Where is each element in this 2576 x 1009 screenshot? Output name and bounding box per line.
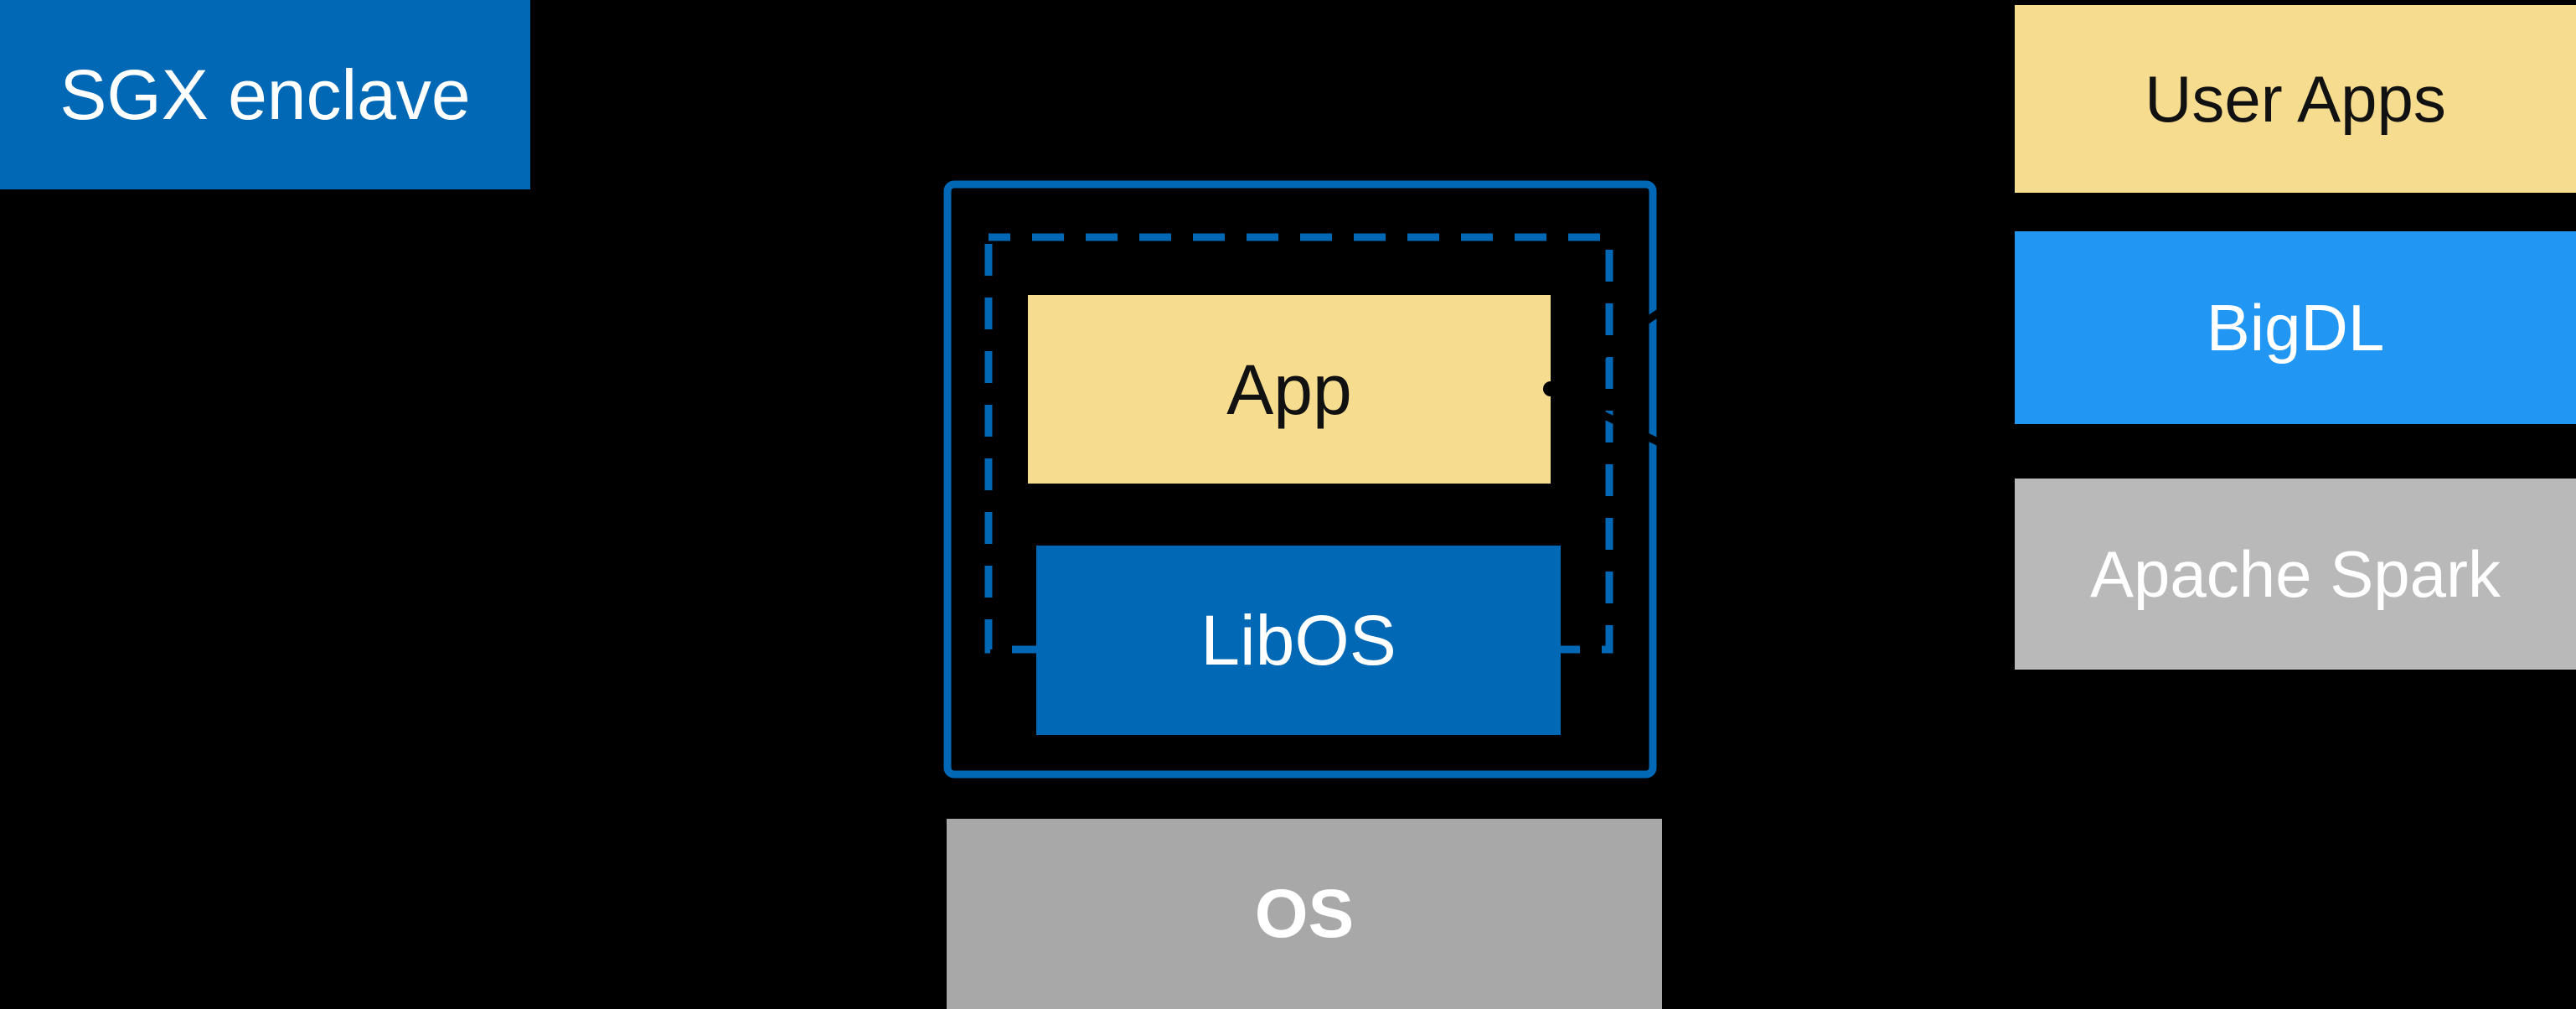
libos-box: LibOS (1036, 546, 1561, 735)
connector-line-lower (1546, 385, 2011, 618)
os-label: OS (1254, 875, 1355, 952)
bigdl-box: BigDL (2015, 231, 2576, 424)
sgx-enclave-label: SGX enclave (59, 55, 471, 134)
user-apps-box: User Apps (2015, 5, 2576, 193)
sgx-enclave-box: SGX enclave (0, 0, 530, 189)
os-box: OS (947, 819, 1662, 1009)
bigdl-label: BigDL (2206, 291, 2385, 365)
user-apps-label: User Apps (2145, 62, 2446, 136)
apache-spark-label: Apache Spark (2090, 537, 2501, 611)
app-connector-dot (1543, 381, 1558, 396)
app-label: App (1226, 349, 1352, 429)
apache-spark-box: Apache Spark (2015, 479, 2576, 670)
app-box: App (1028, 295, 1551, 484)
libos-label: LibOS (1200, 601, 1396, 680)
connector-line-upper (1546, 201, 2011, 393)
enclave-outer-border (943, 180, 1657, 779)
sgx-connector-dot (524, 512, 539, 527)
